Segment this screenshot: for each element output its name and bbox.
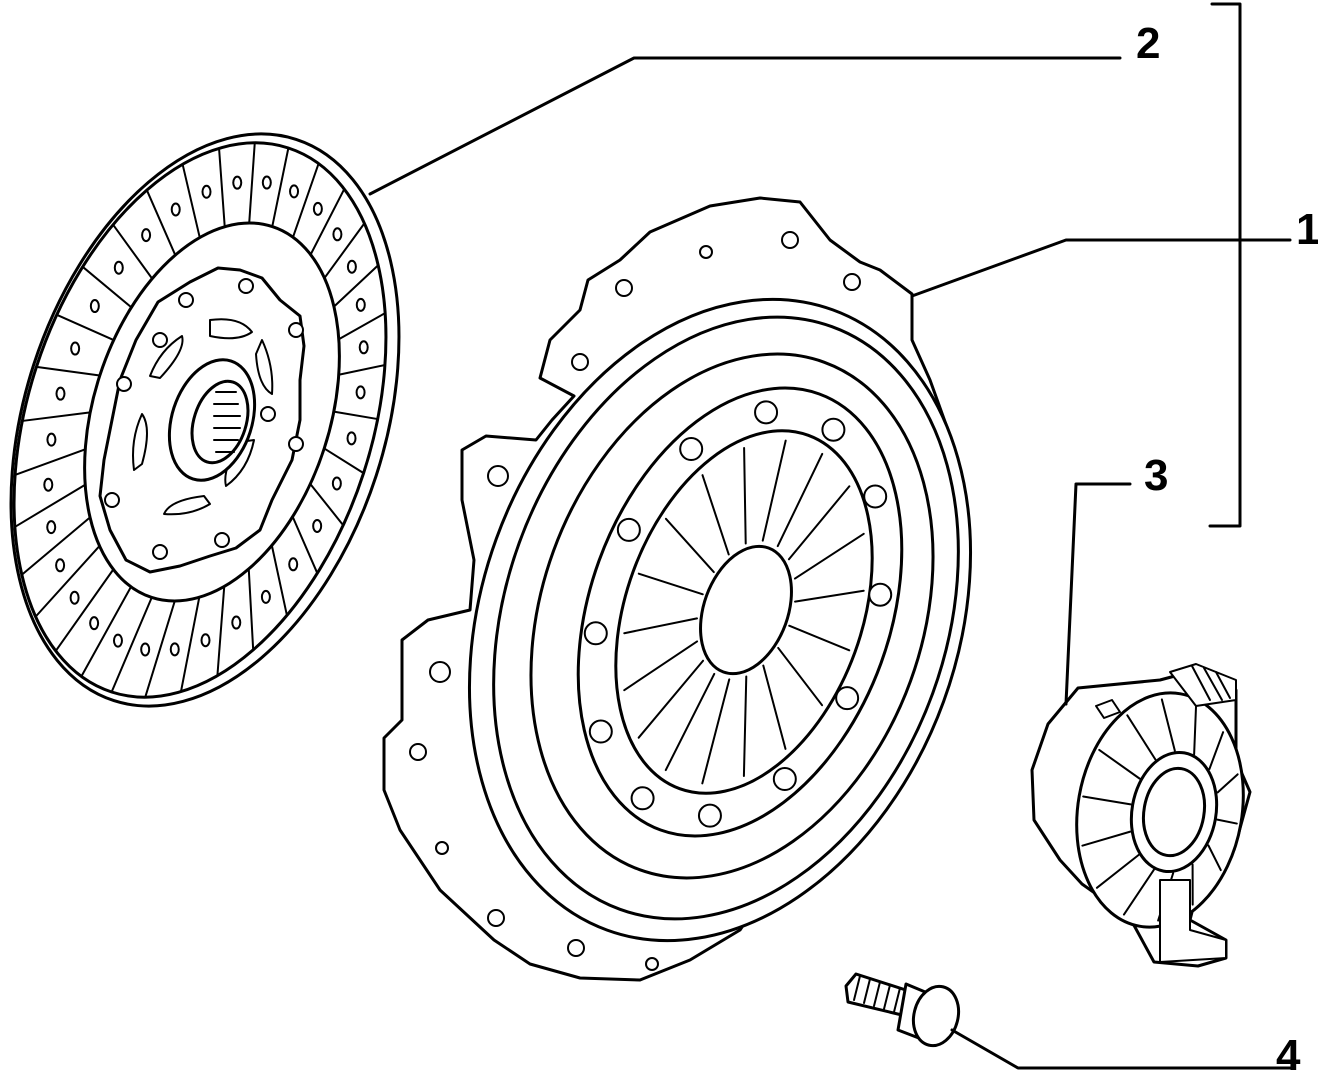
callout-3: 3 <box>1144 454 1168 498</box>
bolt <box>846 974 965 1050</box>
release-bearing <box>1032 664 1261 966</box>
callout-1: 1 <box>1296 208 1318 252</box>
clutch-pressure-plate <box>383 198 1056 1011</box>
clutch-disc <box>0 84 467 756</box>
callout-2: 2 <box>1136 22 1160 66</box>
callout-4: 4 <box>1276 1034 1300 1078</box>
